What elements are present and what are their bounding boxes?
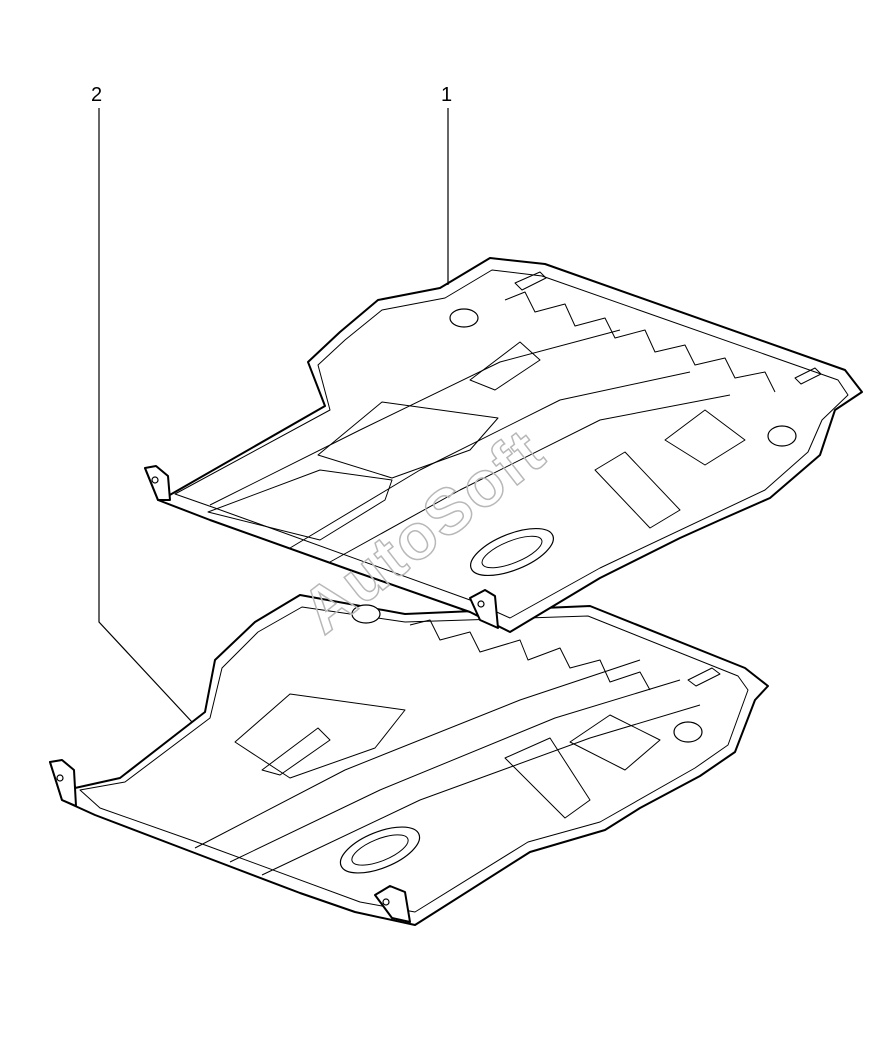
- callout-1-label: 1: [441, 84, 452, 106]
- lower-shield-side-recess: [569, 714, 661, 771]
- callout-2-label: 2: [91, 84, 102, 106]
- upper-shield[interactable]: [144, 257, 863, 633]
- lower-shield-drain-oval: [339, 826, 421, 874]
- lower-shield-rim: [79, 606, 749, 913]
- upper-shield-front-pocket-lower: [207, 469, 393, 541]
- upper-shield-upper-recess: [469, 341, 541, 391]
- lower-shield-rib-3: [261, 704, 701, 876]
- lower-shield-tab-left: [49, 759, 77, 807]
- upper-shield-side-recess: [664, 409, 746, 466]
- lower-shield-tab-right-hole: [382, 898, 390, 906]
- lower-shield-rib-1: [194, 659, 641, 849]
- lower-shield-tab-right: [374, 885, 411, 923]
- upper-shield-rear-recess: [594, 451, 681, 529]
- upper-shield-hole-front: [449, 308, 479, 328]
- upper-shield-tab-right-hole: [477, 600, 485, 608]
- upper-shield-tab-left: [144, 465, 171, 501]
- upper-shield-tab-left-hole: [151, 476, 159, 484]
- lower-shield-stiffeners: [409, 619, 651, 691]
- lower-shield-hole-rear: [673, 721, 703, 743]
- upper-shield-tab-right: [469, 589, 499, 629]
- lower-shield-slot: [687, 667, 721, 687]
- lower-shield-front-pocket: [234, 693, 406, 779]
- upper-shield-rib-3: [329, 394, 731, 563]
- upper-shield-outline: [144, 257, 863, 633]
- callout-2-leader: [98, 108, 193, 723]
- upper-shield-front-pocket: [317, 401, 499, 479]
- lower-shield-drain-oval-inner: [351, 834, 409, 866]
- upper-shield-rim: [174, 269, 849, 619]
- upper-shield-drain-oval-inner: [481, 535, 543, 569]
- lower-shield-rib-2: [229, 679, 681, 863]
- upper-shield-stiffeners: [504, 291, 776, 393]
- upper-shield-rib-1: [209, 329, 621, 506]
- lower-shield-tab-left-hole: [56, 774, 64, 782]
- upper-shield-hole-rear: [767, 425, 797, 447]
- lower-shield-rear-recess: [504, 737, 591, 819]
- upper-shield-slot-rear: [794, 367, 822, 385]
- lower-shield-front-pocket-inner: [261, 727, 331, 776]
- callout-1: 1: [441, 84, 452, 285]
- lower-shield[interactable]: [49, 594, 769, 926]
- callout-2: 2: [91, 84, 193, 723]
- upper-shield-slot-front: [514, 271, 547, 291]
- upper-shield-rib-2: [289, 371, 691, 549]
- lower-shield-hole-front: [351, 604, 381, 624]
- upper-shield-drain-oval: [470, 527, 554, 577]
